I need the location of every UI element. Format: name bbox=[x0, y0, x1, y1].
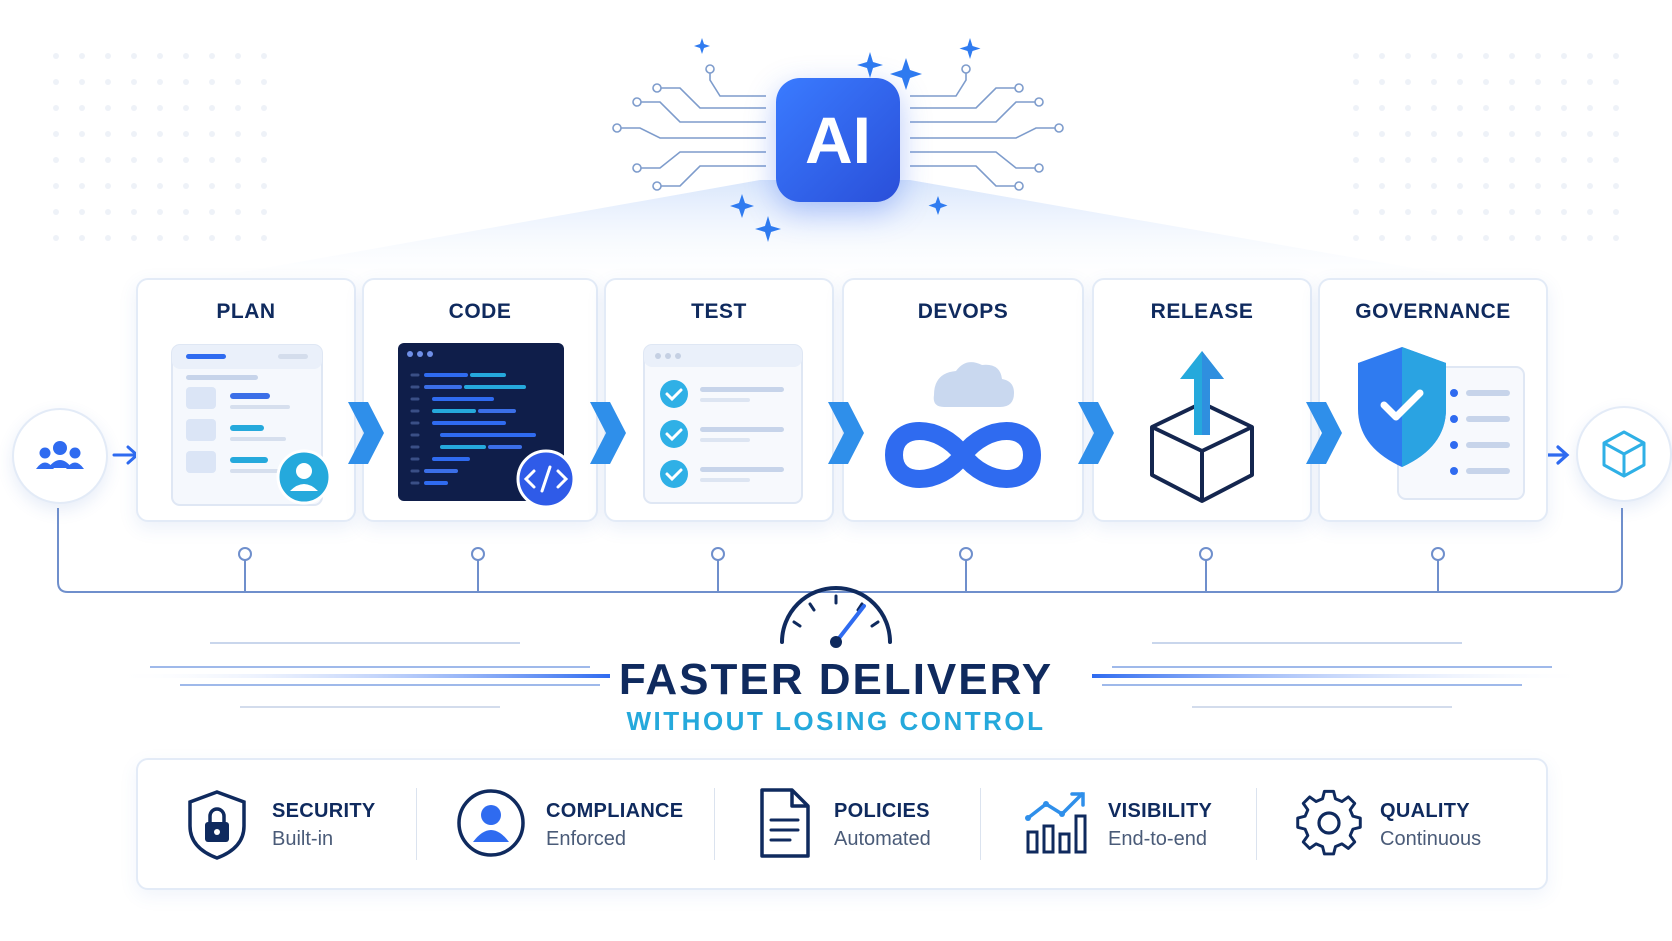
chevron-right-icon bbox=[590, 402, 626, 464]
feature-subtitle-quality: Continuous bbox=[1380, 828, 1482, 850]
cube-icon bbox=[1602, 430, 1646, 478]
gear-icon bbox=[1296, 789, 1362, 856]
ai-hub-badge: AI bbox=[776, 78, 900, 202]
stage-card-release[interactable]: RELEASE bbox=[1092, 278, 1312, 522]
chevron-right-icon bbox=[828, 402, 864, 464]
speedometer-icon bbox=[780, 586, 892, 648]
stage-card-test[interactable]: TEST bbox=[604, 278, 834, 522]
subheadline: WITHOUT LOSING CONTROL bbox=[626, 706, 1046, 736]
feature-title-visibility: VISIBILITY bbox=[1108, 800, 1213, 822]
devops-infinity-icon bbox=[885, 362, 1041, 488]
feature-title-quality: QUALITY bbox=[1380, 800, 1470, 822]
chevron-right-icon bbox=[1078, 402, 1114, 464]
document-icon bbox=[760, 788, 810, 858]
stage-title-code: CODE bbox=[448, 300, 512, 323]
feature-subtitle-compliance: Enforced bbox=[546, 828, 627, 850]
lock-shield-icon bbox=[188, 790, 246, 860]
speed-lines-left bbox=[110, 642, 610, 708]
feature-divider bbox=[416, 788, 417, 860]
plan-board-icon bbox=[171, 344, 332, 506]
stage-card-plan[interactable]: PLAN bbox=[136, 278, 356, 522]
test-checklist-icon bbox=[643, 344, 803, 504]
features-panel: SECURITY Built-in COMPLIANCE Enforced PO… bbox=[136, 758, 1548, 890]
stage-title-plan: PLAN bbox=[216, 300, 276, 323]
team-icon bbox=[36, 441, 84, 469]
chevron-right-icon bbox=[348, 402, 384, 464]
code-editor-icon bbox=[398, 343, 576, 509]
team-node bbox=[12, 408, 108, 504]
stage-connector-line bbox=[57, 508, 1623, 593]
ai-circuit-lines bbox=[612, 38, 1064, 242]
feature-subtitle-security: Built-in bbox=[272, 828, 334, 850]
stage-card-devops[interactable]: DEVOPS bbox=[842, 278, 1084, 522]
chevron-right-icon bbox=[1306, 402, 1342, 464]
feature-subtitle-visibility: End-to-end bbox=[1108, 828, 1207, 850]
output-node bbox=[1576, 406, 1672, 502]
speed-lines-right bbox=[1092, 642, 1592, 708]
governance-shield-icon bbox=[1358, 347, 1525, 500]
feature-divider bbox=[714, 788, 715, 860]
feature-divider bbox=[980, 788, 981, 860]
feature-title-security: SECURITY bbox=[272, 800, 376, 822]
stage-title-test: TEST bbox=[691, 300, 747, 323]
stage-title-governance: GOVERNANCE bbox=[1355, 300, 1511, 323]
stage-card-governance[interactable]: GOVERNANCE bbox=[1318, 278, 1548, 522]
stage-card-code[interactable]: CODE bbox=[362, 278, 598, 522]
feature-title-policies: POLICIES bbox=[834, 800, 930, 822]
stage-title-devops: DEVOPS bbox=[917, 300, 1009, 323]
stage-title-release: RELEASE bbox=[1150, 300, 1254, 323]
bar-chart-icon bbox=[1025, 792, 1087, 854]
feature-divider bbox=[1256, 788, 1257, 860]
release-box-arrow-icon bbox=[1150, 351, 1254, 503]
headline: FASTER DELIVERY bbox=[618, 655, 1054, 704]
user-badge-icon bbox=[457, 789, 525, 857]
feature-title-compliance: COMPLIANCE bbox=[546, 800, 684, 822]
feature-subtitle-policies: Automated bbox=[834, 828, 931, 850]
